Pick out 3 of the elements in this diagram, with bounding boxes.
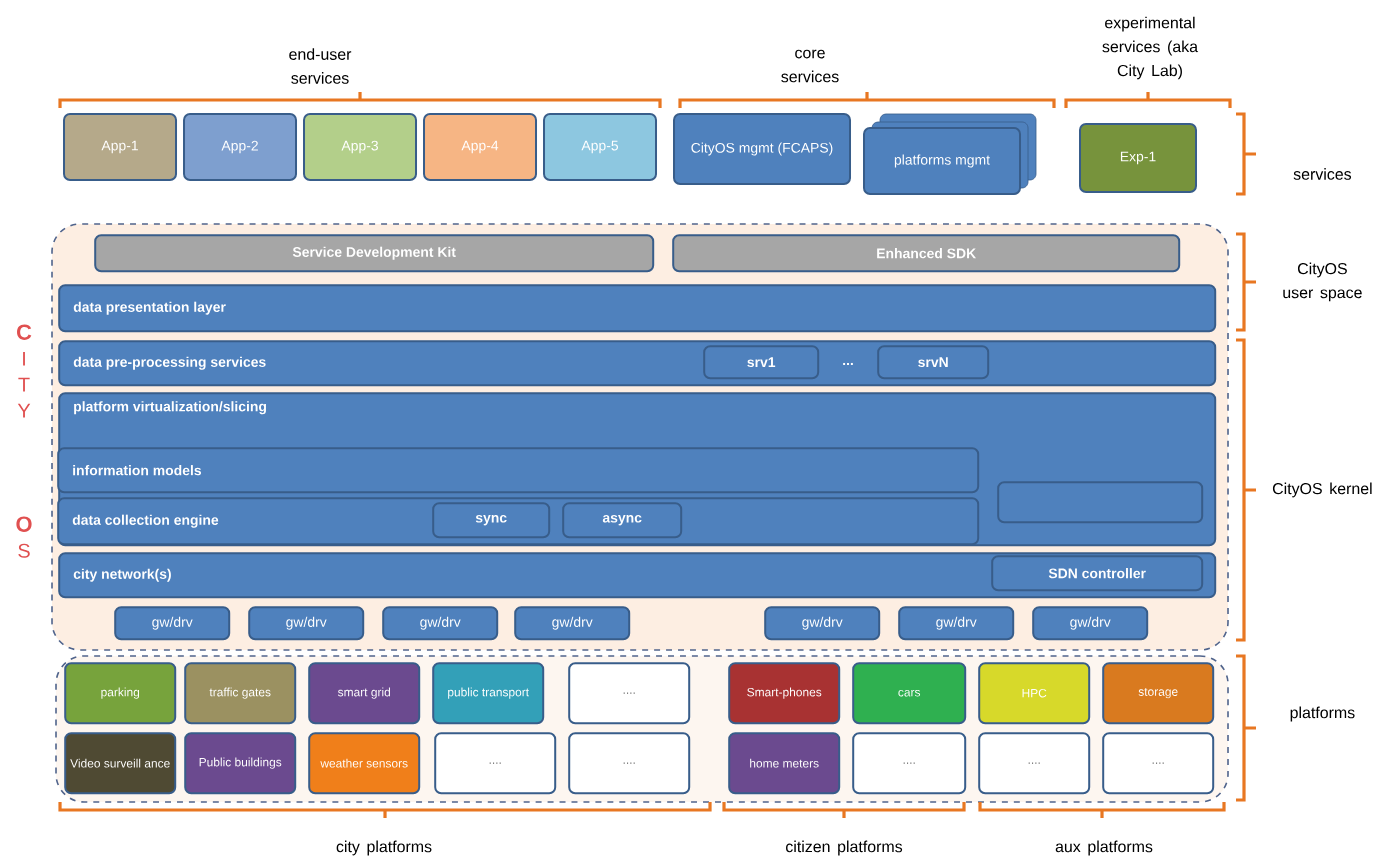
component-box [997, 481, 1204, 524]
vertical-label: OS [16, 516, 32, 558]
vertical-label: CITY [17, 324, 32, 418]
